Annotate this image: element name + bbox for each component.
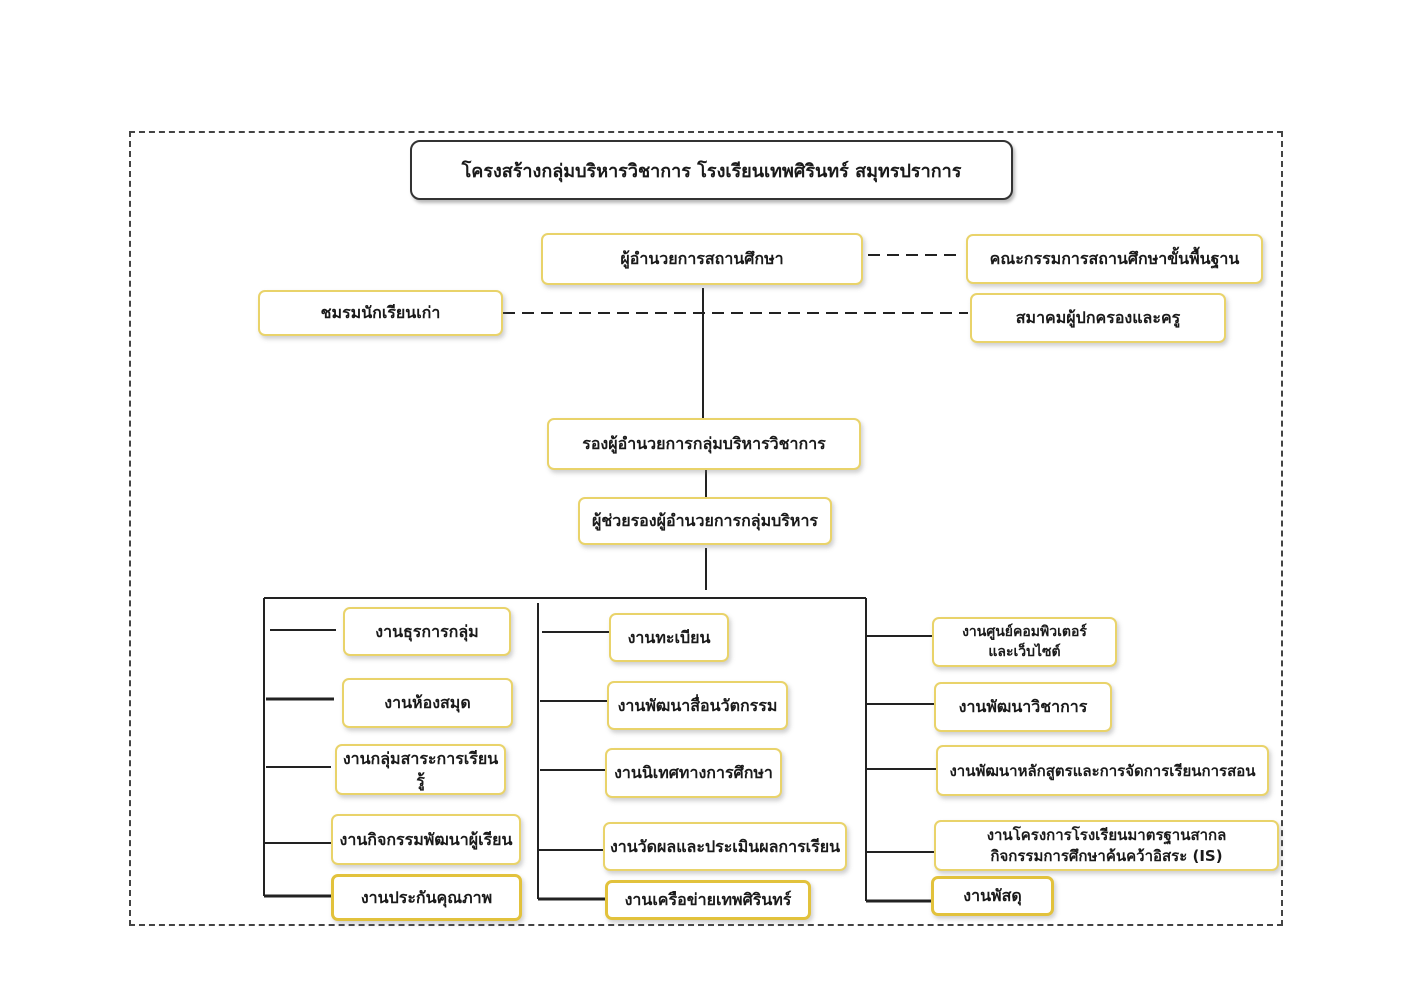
col3-item: งานพัสดุ [931,876,1054,916]
col1-item: งานห้องสมุด [342,678,513,728]
assistant-box: ผู้ช่วยรองผู้อำนวยการกลุ่มบริหาร [578,497,832,545]
col2-item: งานพัฒนาสื่อนวัตกรรม [607,681,788,730]
col1-item: งานประกันคุณภาพ [331,874,522,921]
col1-item: งานกลุ่มสาระการเรียนรู้ [335,744,506,795]
col2-item: งานวัดผลและประเมินผลการเรียน [603,822,847,871]
parents-box: สมาคมผู้ปกครองและครู [970,293,1226,343]
col2-item: งานเครือข่ายเทพศิรินทร์ [605,880,811,920]
col2-item: งานทะเบียน [609,613,729,662]
col1-item: งานกิจกรรมพัฒนาผู้เรียน [331,814,521,865]
col1-item: งานธุรการกลุ่ม [343,607,511,656]
col3-item: งานศูนย์คอมพิวเตอร์ และเว็บไซต์ [932,617,1117,667]
director-box: ผู้อำนวยการสถานศึกษา [541,233,863,285]
deputy-box: รองผู้อำนวยการกลุ่มบริหารวิชาการ [547,418,861,470]
col3-item: งานพัฒนาหลักสูตรและการจัดการเรียนการสอน [936,745,1269,796]
alumni-box: ชมรมนักเรียนเก่า [258,290,503,336]
outer-dashed-frame [129,131,1283,926]
board-box: คณะกรรมการสถานศึกษาขั้นพื้นฐาน [966,234,1263,284]
col3-item: งานพัฒนาวิชาการ [934,682,1112,732]
col3-item: งานโครงการโรงเรียนมาตรฐานสากล กิจกรรมการ… [934,820,1279,871]
chart-title: โครงสร้างกลุ่มบริหารวิชาการ โรงเรียนเทพศ… [410,140,1013,200]
col2-item: งานนิเทศทางการศึกษา [605,748,782,798]
